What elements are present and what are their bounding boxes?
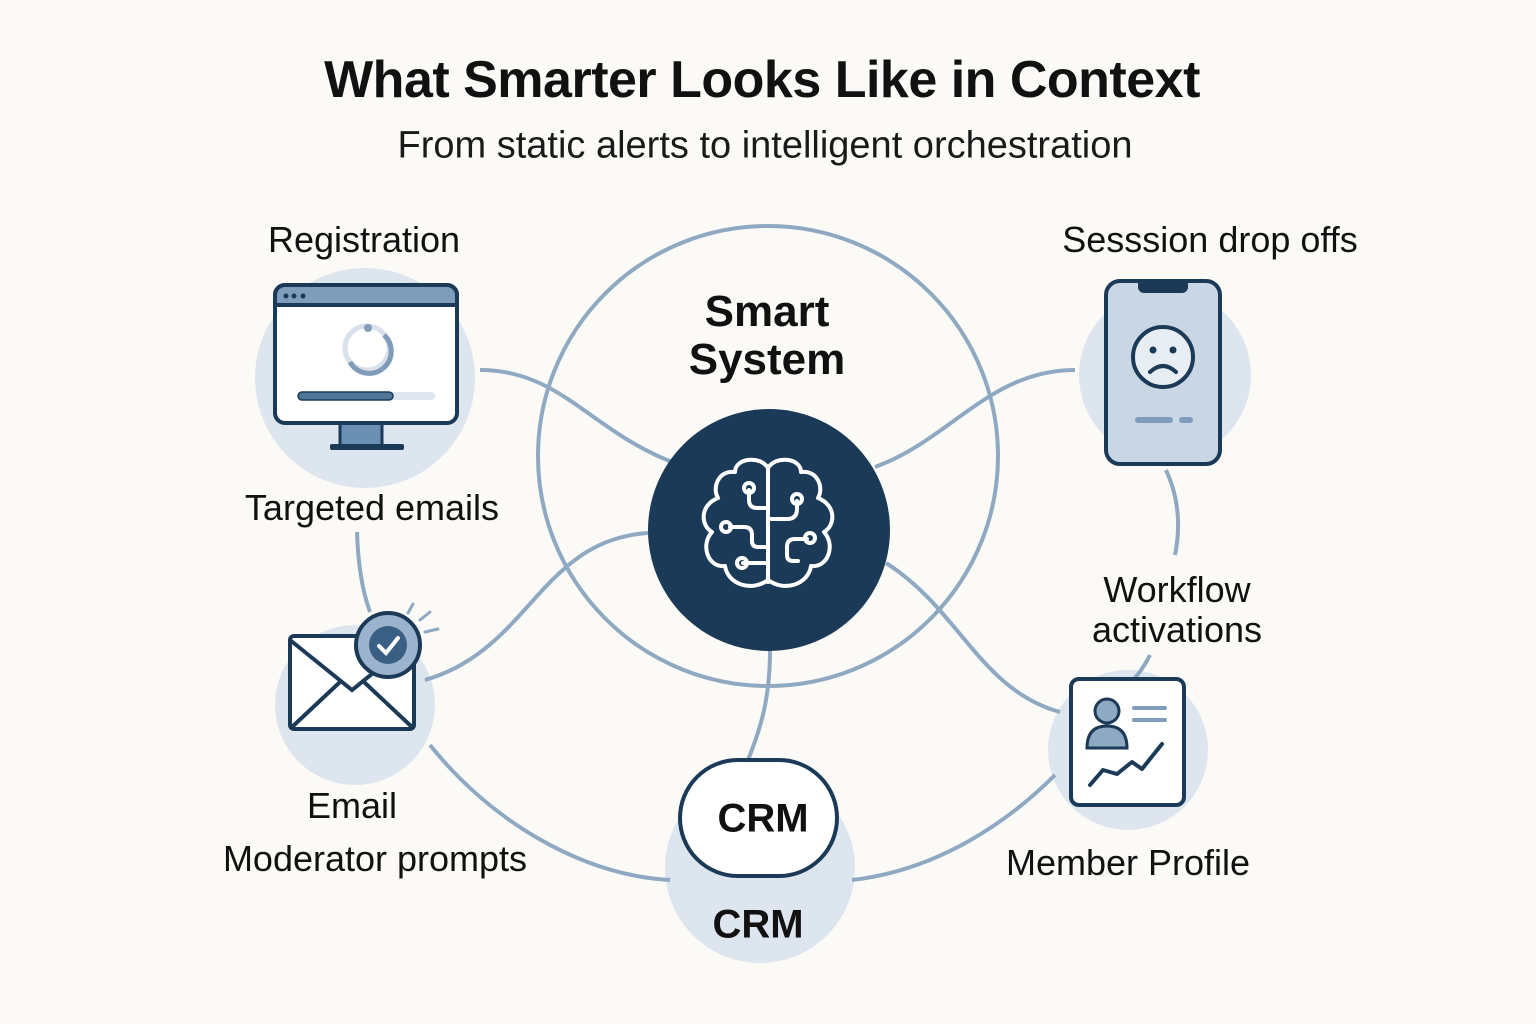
workflow-label-line1: Workflow: [1103, 569, 1251, 610]
crm-pill-label: CRM: [717, 796, 809, 841]
page-subtitle: From static alerts to intelligent orches…: [397, 124, 1133, 167]
monitor-loading-icon: [273, 283, 459, 450]
crm-pill: [678, 758, 839, 878]
registration-label: Registration: [267, 219, 461, 260]
page-title: What Smarter Looks Like in Context: [324, 51, 1200, 109]
envelope-check-icon: [288, 602, 440, 731]
connectors: [355, 224, 1181, 882]
connector-registration: [479, 368, 673, 464]
connector-email-crm: [428, 743, 671, 882]
profile-chart-icon: [1069, 677, 1186, 807]
connector-crm: [746, 649, 772, 761]
email-label: Email: [306, 785, 398, 826]
workflow-label: Workflow activations: [1092, 570, 1262, 650]
member-profile-label: Member Profile: [1005, 842, 1251, 883]
brain-circuit-icon: [701, 457, 835, 588]
targeted-emails-label: Targeted emails: [244, 487, 500, 528]
connector-workflow-profile: [1133, 654, 1152, 680]
hub-label: Smart System: [689, 288, 846, 384]
connector-profile: [884, 561, 1061, 714]
session-label: Sesssion drop offs: [1062, 219, 1358, 260]
crm-label: CRM: [712, 902, 804, 947]
hub-label-line2: System: [688, 335, 846, 384]
connector-targeted-email: [355, 531, 372, 613]
workflow-label-line2: activations: [1091, 609, 1263, 650]
connector-crm-profile: [851, 773, 1057, 882]
phone-sad-face-icon: [1104, 279, 1222, 466]
connector-session: [874, 368, 1076, 469]
moderator-prompts-label: Moderator prompts: [222, 838, 528, 879]
hub-label-line1: Smart: [704, 287, 830, 336]
connector-email: [424, 531, 649, 682]
connector-session-workflow: [1164, 469, 1181, 556]
